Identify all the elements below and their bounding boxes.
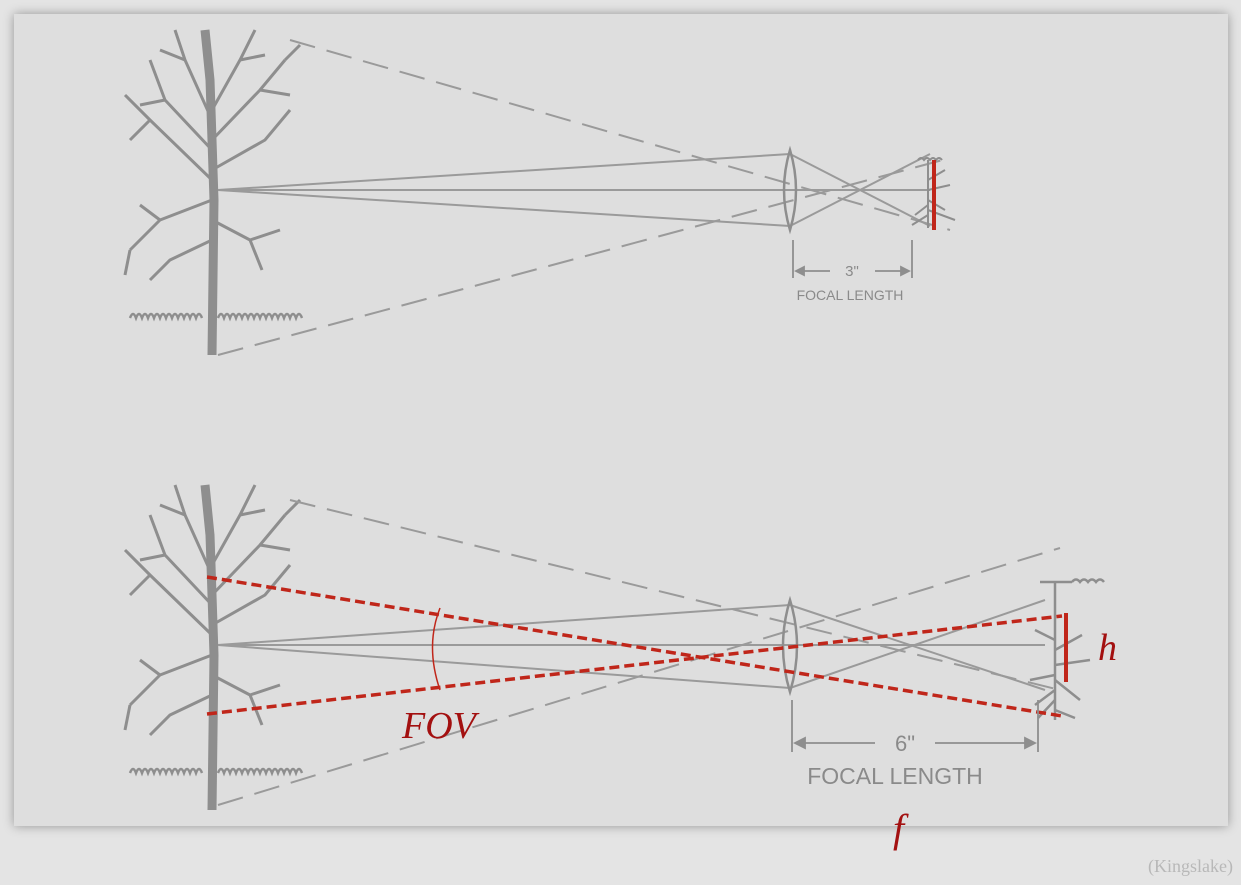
lens-icon [781,595,799,697]
focal-length-dimension [792,240,913,278]
image-credit: (Kingslake) [1148,856,1233,876]
bottom-optics-diagram: 6" FOCAL LENGTH FOV h f [125,485,1117,851]
focal-length-caption: FOCAL LENGTH [797,287,904,303]
inverted-image-icon [1029,578,1105,720]
fov-label: FOV [401,705,480,747]
tree-object-icon [125,30,302,355]
focal-length-dimension [791,700,1039,752]
dimension-label: 3" [845,263,859,280]
image-height-label: h [1098,627,1117,669]
focal-length-symbol: f [893,806,909,851]
tree-object-icon [125,485,302,810]
inverted-image-icon [911,157,956,228]
fov-angle-arc [431,607,441,691]
fov-lines [206,575,1063,718]
top-optics-diagram: 3" FOCAL LENGTH [125,30,956,355]
focal-length-caption: FOCAL LENGTH [807,763,983,789]
lens-icon [782,145,798,235]
dimension-label: 6" [895,731,915,756]
